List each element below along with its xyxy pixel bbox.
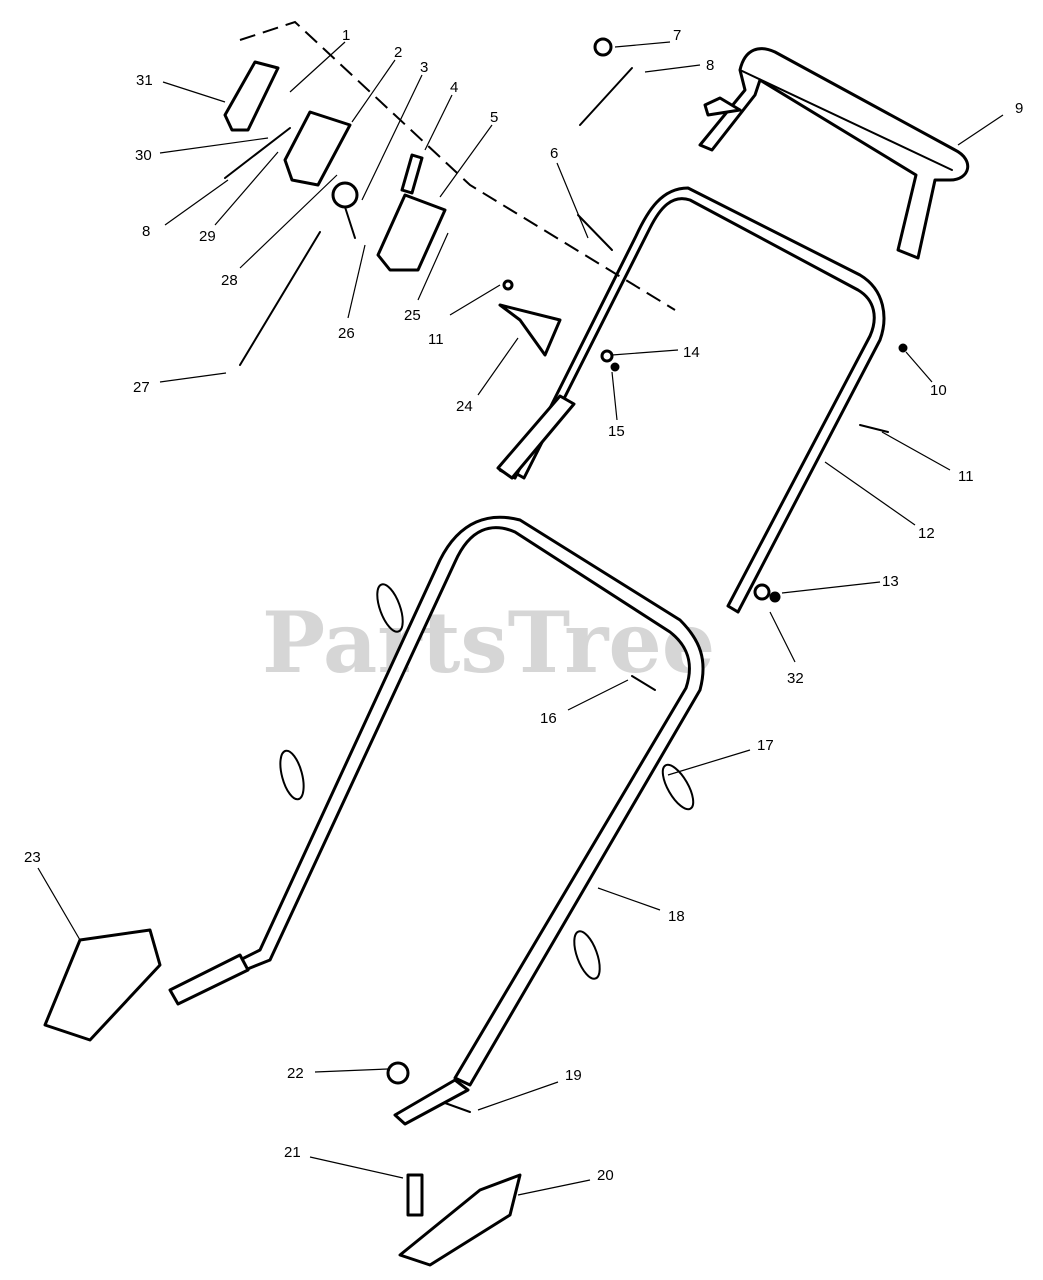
callout-9: 9 bbox=[1015, 100, 1023, 117]
callout-8-top: 8 bbox=[706, 57, 714, 74]
callout-32: 32 bbox=[787, 670, 804, 687]
callout-5: 5 bbox=[490, 109, 498, 126]
leader-lines bbox=[37, 41, 1004, 1196]
callout-31: 31 bbox=[136, 72, 153, 89]
callout-27: 27 bbox=[133, 379, 150, 396]
callout-19: 19 bbox=[565, 1067, 582, 1084]
callout-21: 21 bbox=[284, 1144, 301, 1161]
callout-22: 22 bbox=[287, 1065, 304, 1082]
callout-10: 10 bbox=[930, 382, 947, 399]
callout-11-left: 11 bbox=[428, 331, 444, 348]
callout-29: 29 bbox=[199, 228, 216, 245]
callout-16: 16 bbox=[540, 710, 557, 727]
callout-23: 23 bbox=[24, 849, 41, 866]
callout-24: 24 bbox=[456, 398, 473, 415]
callout-7: 7 bbox=[673, 27, 681, 44]
callout-17: 17 bbox=[757, 737, 774, 754]
callout-13: 13 bbox=[882, 573, 899, 590]
callout-1: 1 bbox=[342, 27, 350, 44]
callout-26: 26 bbox=[338, 325, 355, 342]
reference-dashed-line bbox=[239, 20, 676, 311]
callout-18: 18 bbox=[668, 908, 685, 925]
hardware-parts bbox=[43, 37, 908, 1267]
callout-20: 20 bbox=[597, 1167, 614, 1184]
bail bbox=[698, 47, 969, 260]
callout-6: 6 bbox=[550, 145, 558, 162]
callout-4: 4 bbox=[450, 79, 458, 96]
callout-28: 28 bbox=[221, 272, 238, 289]
callout-14: 14 bbox=[683, 344, 700, 361]
callout-11-right: 11 bbox=[958, 468, 974, 485]
callout-12: 12 bbox=[918, 525, 935, 542]
callout-2: 2 bbox=[394, 44, 402, 61]
callout-30: 30 bbox=[135, 147, 152, 164]
lower-handle bbox=[168, 515, 705, 1126]
upper-handle bbox=[496, 186, 886, 614]
callout-15: 15 bbox=[608, 423, 625, 440]
callout-3: 3 bbox=[420, 59, 428, 76]
callout-8-left: 8 bbox=[142, 223, 150, 240]
callout-labels: 1 2 3 4 5 6 7 8 8 9 10 11 11 12 13 14 15… bbox=[24, 27, 1023, 1184]
callout-25: 25 bbox=[404, 307, 421, 324]
